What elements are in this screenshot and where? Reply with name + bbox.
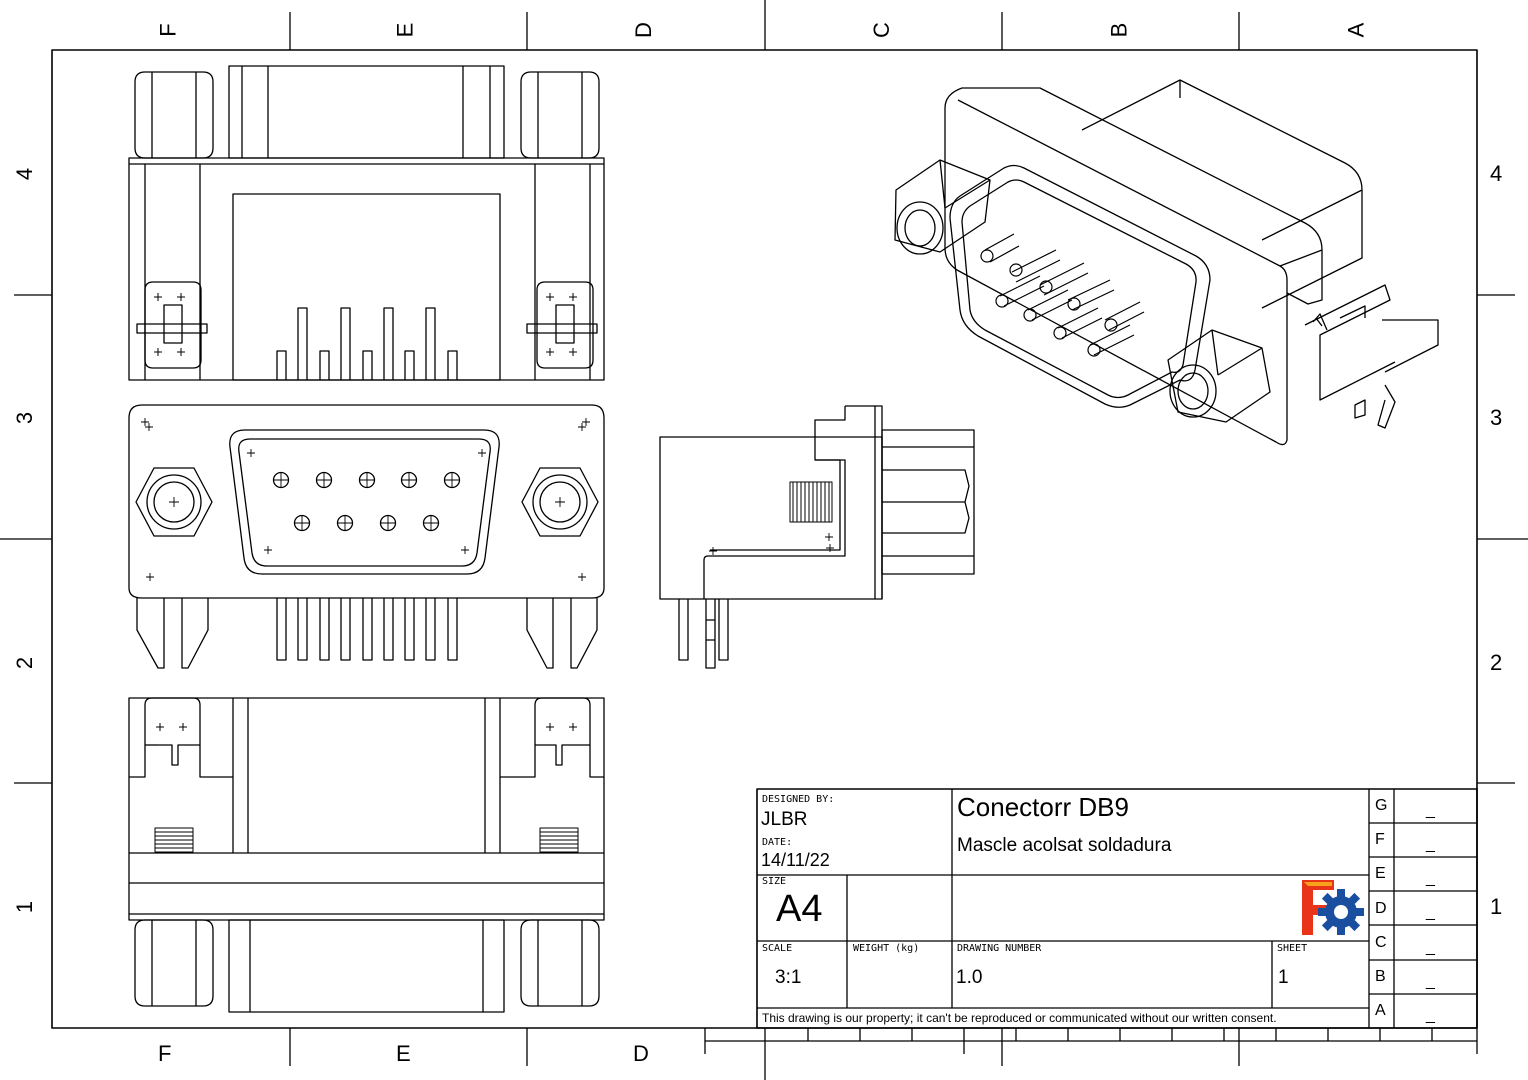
db9-pin-array [272,471,461,532]
revision-value: _ [1426,939,1435,956]
weight-label: WEIGHT (kg) [853,943,920,954]
front-view [128,404,605,669]
freecad-logo [1302,880,1364,935]
zone-row-1-left: 1 [12,900,38,914]
title-block-lines [756,788,1478,1029]
zone-row-3-left: 3 [12,411,38,425]
drawing-number-label: DRAWING NUMBER [957,943,1042,954]
zone-row-2-right: 2 [1490,650,1503,675]
revision-value: _ [1426,904,1435,921]
revision-value: _ [1426,802,1435,819]
revision-value: _ [1426,1007,1435,1024]
sheet-value: 1 [1278,967,1289,988]
zone-col-c-top: C [868,22,894,38]
zone-col-f-top: F [155,23,181,37]
revision-letter: C [1375,934,1387,951]
revision-letter: A [1375,1002,1386,1019]
revision-value: _ [1426,870,1435,887]
side-view [659,405,975,669]
zone-row-4-left: 4 [12,167,38,181]
isometric-view [894,79,1439,446]
revision-letter: G [1375,797,1388,814]
property-notice: This drawing is our property; it can't b… [762,1011,1277,1025]
zone-col-b-top: B [1106,22,1132,38]
zone-col-e-top: E [392,22,418,38]
zone-row-1-right: 1 [1490,894,1503,919]
zone-row-3-right: 3 [1490,405,1503,430]
revision-letter: B [1375,968,1386,985]
zone-col-d-bottom: D [633,1041,649,1066]
designed-by-label: DESIGNED BY: [762,794,835,805]
zone-col-f-bottom: F [158,1041,172,1066]
date-value: 14/11/22 [761,850,830,870]
drawing-number-value: 1.0 [956,967,983,988]
size-label: SIZE [762,876,787,887]
revision-letter: E [1375,865,1386,882]
thread-detail [789,481,833,523]
drawing-title: Conectorr DB9 [957,792,1129,822]
revision-letter: D [1375,900,1387,917]
zone-row-4-right: 4 [1490,161,1503,186]
date-label: DATE: [762,837,793,848]
revision-value: _ [1426,973,1435,990]
sheet-label: SHEET [1277,943,1308,954]
top-view [128,65,605,381]
bottom-view [128,697,605,1013]
zone-col-e-bottom: E [396,1041,411,1066]
designed-by-value: JLBR [761,809,808,830]
revision-value: _ [1426,836,1435,853]
drawing-subtitle: Mascle acolsat soldadura [957,835,1172,856]
zone-col-d-top: D [630,22,656,38]
revision-letter: F [1375,831,1385,848]
scale-value: 3:1 [775,967,802,988]
zone-row-2-left: 2 [12,656,38,670]
zone-col-a-top: A [1343,22,1369,38]
scale-label: SCALE [762,943,793,954]
size-value: A4 [776,888,823,930]
